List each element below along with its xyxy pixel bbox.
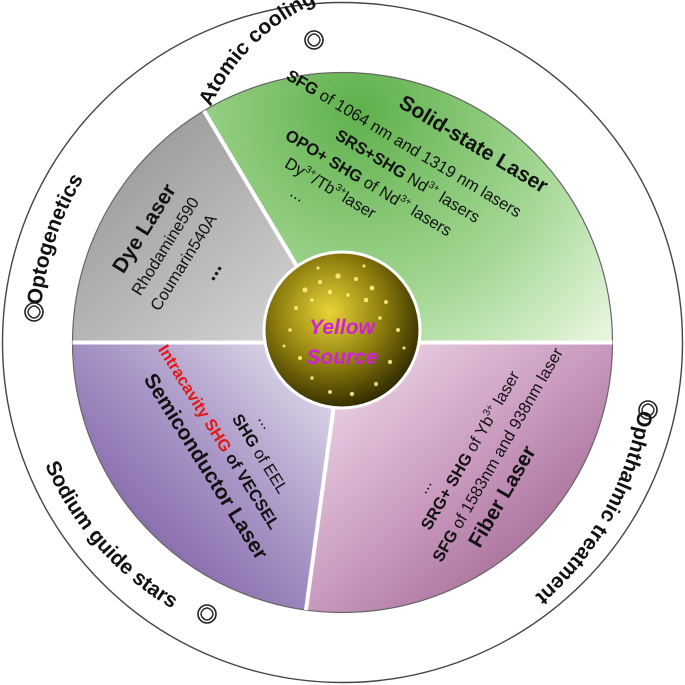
center-title-line1: Yellow [309, 316, 376, 339]
sector-dye [72, 111, 343, 343]
center-title-line2: Source [306, 346, 378, 369]
swirl-icon [197, 604, 217, 624]
swirl-icon [24, 302, 44, 322]
sector-semiconductor [72, 342, 343, 610]
swirl-icon [304, 30, 324, 50]
sector-fiber [306, 342, 613, 613]
swirl-icon [638, 400, 658, 420]
sphere-sparkles [282, 264, 406, 397]
